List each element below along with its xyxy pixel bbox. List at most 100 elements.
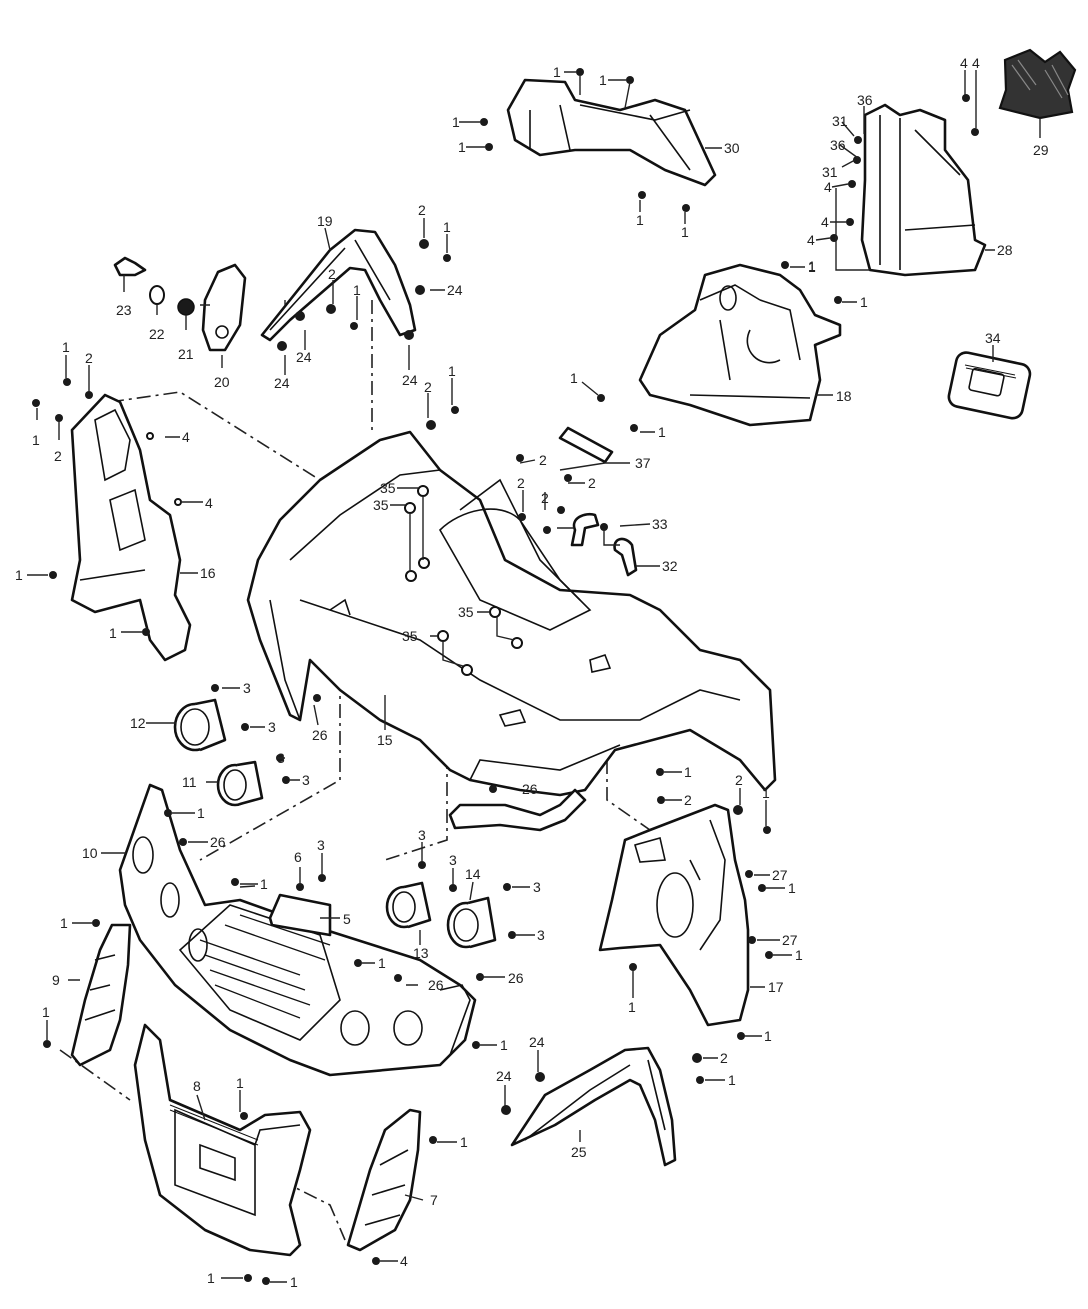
callout: 24 — [447, 282, 463, 298]
callout: 1 — [570, 370, 578, 386]
callout: 1 — [553, 64, 561, 80]
callout: 1 — [658, 424, 666, 440]
callout: 21 — [178, 346, 194, 362]
part-37-bracket-plate — [558, 426, 614, 464]
callout: 28 — [997, 242, 1013, 258]
callout: 37 — [635, 455, 651, 471]
callout: 15 — [377, 732, 393, 748]
callout: 2 — [54, 448, 62, 464]
part-16-left-inner-fender — [70, 393, 192, 662]
callout: 1 — [681, 224, 689, 240]
callout: 2 — [424, 379, 432, 395]
callout: 1 — [197, 805, 205, 821]
callout: 1 — [764, 1028, 772, 1044]
part-8-lower-bumper — [133, 1023, 312, 1257]
callout: 26 — [312, 727, 328, 743]
part-15-front-fender — [246, 430, 777, 797]
callout: 35 — [402, 628, 418, 644]
callout: 32 — [662, 558, 678, 574]
callout: 1 — [628, 999, 636, 1015]
part-26-trim-strip — [448, 788, 587, 832]
callout: 1 — [109, 625, 117, 641]
callout: 1 — [60, 915, 68, 931]
part-18-center-cover — [638, 263, 842, 427]
part-13-headlight — [385, 881, 432, 929]
callout: 3 — [268, 719, 276, 735]
callout: 4 — [960, 55, 968, 71]
callout: 1 — [458, 139, 466, 155]
callout: 1 — [860, 294, 868, 310]
callout: 2 — [541, 490, 549, 506]
callout: 2 — [328, 266, 336, 282]
callout: 11 — [182, 774, 197, 790]
part-17-right-inner-fender — [598, 803, 750, 1027]
callout: 2 — [85, 350, 93, 366]
callout: 1 — [443, 219, 451, 235]
callout: 14 — [465, 866, 481, 882]
callout: 26 — [428, 977, 444, 993]
callout: 4 — [400, 1253, 408, 1269]
callout: 25 — [571, 1144, 587, 1160]
callout: 10 — [82, 845, 98, 861]
callout: 8 — [193, 1078, 201, 1094]
callout: 12 — [130, 715, 146, 731]
callout: 16 — [200, 565, 216, 581]
callout: 4 — [205, 495, 213, 511]
callout: 26 — [508, 970, 524, 986]
leader-lines — [27, 70, 1041, 1283]
callout: 31 — [832, 113, 848, 129]
part-33-hook-left — [570, 512, 600, 547]
callout: 4 — [807, 232, 815, 248]
callout: 26 — [522, 781, 538, 797]
part-25-right-fender-flare — [510, 1046, 677, 1167]
callout: 9 — [52, 972, 60, 988]
callout: 1 — [728, 1072, 736, 1088]
callout: 3 — [449, 852, 457, 868]
callout: 1 — [290, 1274, 298, 1290]
callout: 7 — [430, 1192, 438, 1208]
callout: 24 — [402, 372, 418, 388]
callout: 13 — [413, 945, 429, 961]
callout: 1 — [788, 880, 796, 896]
callout: 35 — [373, 497, 389, 513]
callout: 1 — [808, 259, 816, 275]
part-14-headlight — [446, 896, 497, 949]
callout: 4 — [972, 55, 980, 71]
callout: 1 — [207, 1270, 215, 1286]
part-19-left-fender-flare — [260, 228, 417, 342]
callout: 1 — [762, 785, 770, 801]
callout: 3 — [317, 837, 325, 853]
part-23-bracket — [113, 256, 147, 277]
callout: 31 — [822, 164, 838, 180]
callout: 18 — [836, 388, 852, 404]
part-7-right-lower-panel — [346, 1108, 422, 1252]
part-21-nut — [177, 298, 195, 316]
callout: 3 — [537, 927, 545, 943]
callout: 2 — [588, 475, 596, 491]
callout: 1 — [378, 955, 386, 971]
callout: 2 — [735, 772, 743, 788]
callout: 33 — [652, 516, 668, 532]
callout: 1 — [32, 432, 40, 448]
callout: 17 — [768, 979, 784, 995]
callout: 1 — [795, 947, 803, 963]
callout: 24 — [496, 1068, 512, 1084]
callout: 4 — [824, 179, 832, 195]
callout: 4 — [821, 214, 829, 230]
callout: 30 — [724, 140, 740, 156]
part-5-reflector — [268, 893, 332, 937]
callout: 3 — [418, 827, 426, 843]
callout: 1 — [684, 764, 692, 780]
callout: 27 — [782, 932, 798, 948]
callout: 2 — [418, 202, 426, 218]
callout: 35 — [458, 604, 474, 620]
part-28-air-box-cover — [860, 103, 987, 277]
callout: 3 — [533, 879, 541, 895]
part-12-headlight — [173, 698, 227, 752]
callout: 1 — [62, 339, 70, 355]
callout: 1 — [236, 1075, 244, 1091]
callout: 24 — [529, 1034, 545, 1050]
part-9-left-lower-panel — [70, 923, 132, 1067]
callout: 26 — [210, 834, 226, 850]
